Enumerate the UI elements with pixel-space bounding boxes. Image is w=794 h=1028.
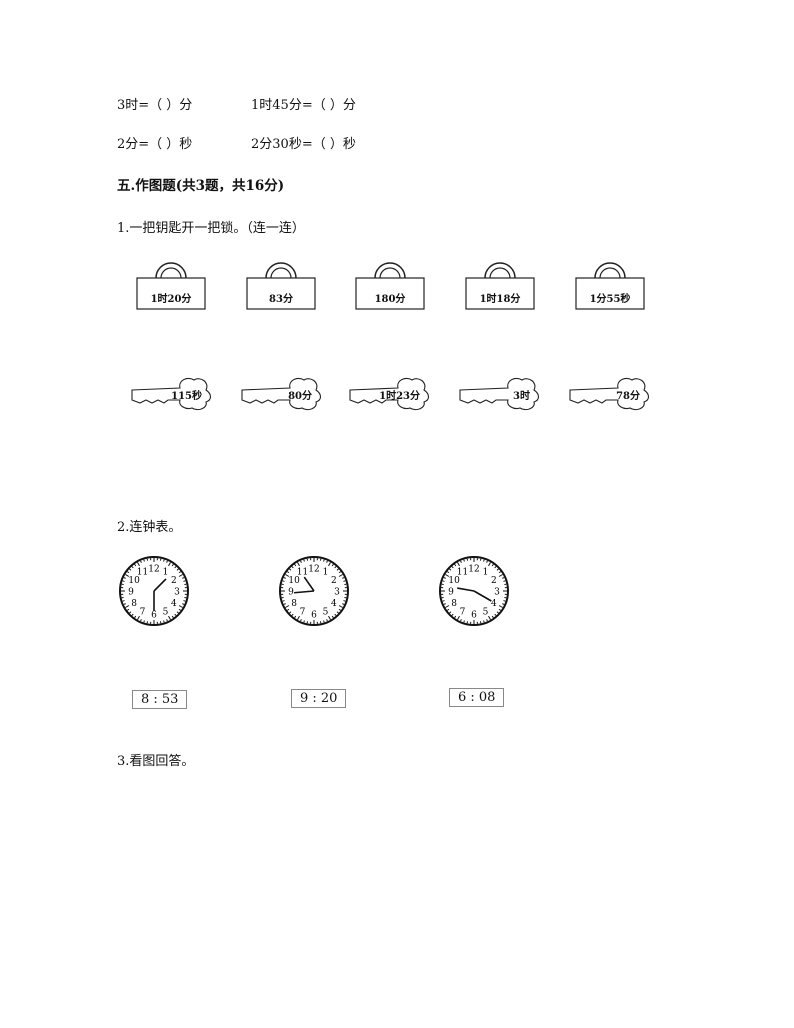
svg-text:2: 2 (491, 576, 497, 586)
svg-text:4: 4 (491, 599, 497, 609)
svg-text:1: 1 (163, 568, 169, 578)
key-label: 1时23分 (379, 391, 420, 402)
lock[interactable]: 1分55秒 (575, 258, 645, 310)
svg-text:6: 6 (311, 611, 317, 621)
svg-text:3: 3 (334, 588, 340, 598)
key-icon (349, 377, 430, 411)
key[interactable]: 115秒 (128, 376, 212, 412)
section-title: 五.作图题(共3题，共16分) (117, 178, 285, 194)
svg-text:5: 5 (323, 607, 329, 617)
lock-icon (136, 262, 206, 310)
svg-text:12: 12 (148, 565, 159, 575)
conversion-4: 2分30秒=（ ）秒 (251, 137, 356, 152)
svg-text:6: 6 (471, 611, 477, 621)
key[interactable]: 1时23分 (346, 376, 430, 412)
q1-title: 1.一把钥匙开一把锁。（连一连） (117, 221, 305, 236)
svg-text:10: 10 (128, 576, 140, 586)
time-box-2: 9 : 20 (291, 689, 347, 708)
lock-icon (575, 262, 645, 310)
conversion-1: 3时=（ ）分 (117, 98, 193, 113)
lock[interactable]: 1时20分 (136, 258, 206, 310)
svg-text:4: 4 (331, 599, 337, 609)
svg-text:7: 7 (140, 607, 146, 617)
key-icon (241, 377, 322, 411)
key[interactable]: 78分 (566, 376, 650, 412)
key-icon (569, 377, 650, 411)
lock[interactable]: 1时18分 (465, 258, 535, 310)
lock[interactable]: 180分 (355, 258, 425, 310)
q3-title: 3.看图回答。 (117, 754, 195, 769)
svg-text:12: 12 (308, 565, 319, 575)
svg-text:7: 7 (460, 607, 466, 617)
svg-text:11: 11 (297, 568, 308, 578)
svg-text:3: 3 (174, 588, 180, 598)
key-label: 3时 (513, 391, 530, 402)
svg-text:10: 10 (448, 576, 460, 586)
svg-text:12: 12 (468, 565, 479, 575)
key-icon (459, 377, 540, 411)
conversion-2: 1时45分=（ ）分 (251, 98, 356, 113)
lock-label: 1时18分 (479, 294, 521, 305)
svg-text:2: 2 (171, 576, 177, 586)
svg-text:1: 1 (483, 568, 489, 578)
key[interactable]: 80分 (238, 376, 322, 412)
lock-label: 83分 (269, 294, 293, 305)
svg-text:3: 3 (494, 588, 500, 598)
svg-text:4: 4 (171, 599, 177, 609)
lock-icon (355, 262, 425, 310)
key[interactable]: 3时 (456, 376, 540, 412)
time-box-3: 6 : 08 (449, 688, 505, 707)
lock-label: 180分 (374, 294, 406, 305)
svg-text:2: 2 (331, 576, 337, 586)
conversion-3: 2分=（ ）秒 (117, 137, 193, 152)
lock-label: 1分55秒 (589, 294, 631, 305)
svg-text:6: 6 (151, 611, 157, 621)
key-icon (131, 377, 212, 411)
svg-text:9: 9 (448, 588, 454, 598)
svg-text:10: 10 (288, 576, 300, 586)
svg-text:11: 11 (137, 568, 148, 578)
key-label: 78分 (616, 391, 640, 402)
svg-text:11: 11 (457, 568, 468, 578)
svg-text:1: 1 (323, 568, 329, 578)
q2-title: 2.连钟表。 (117, 520, 182, 535)
svg-text:7: 7 (300, 607, 306, 617)
time-box-1: 8 : 53 (132, 690, 188, 709)
key-label: 80分 (288, 391, 312, 402)
key-label: 115秒 (171, 391, 202, 402)
svg-text:9: 9 (128, 588, 134, 598)
svg-text:5: 5 (163, 607, 169, 617)
lock-icon (465, 262, 535, 310)
svg-text:5: 5 (483, 607, 489, 617)
svg-text:9: 9 (288, 588, 294, 598)
svg-text:8: 8 (131, 599, 137, 609)
lock[interactable]: 83分 (246, 258, 316, 310)
svg-text:8: 8 (291, 599, 297, 609)
lock-label: 1时20分 (150, 294, 192, 305)
lock-icon (246, 262, 316, 310)
svg-text:8: 8 (451, 599, 457, 609)
